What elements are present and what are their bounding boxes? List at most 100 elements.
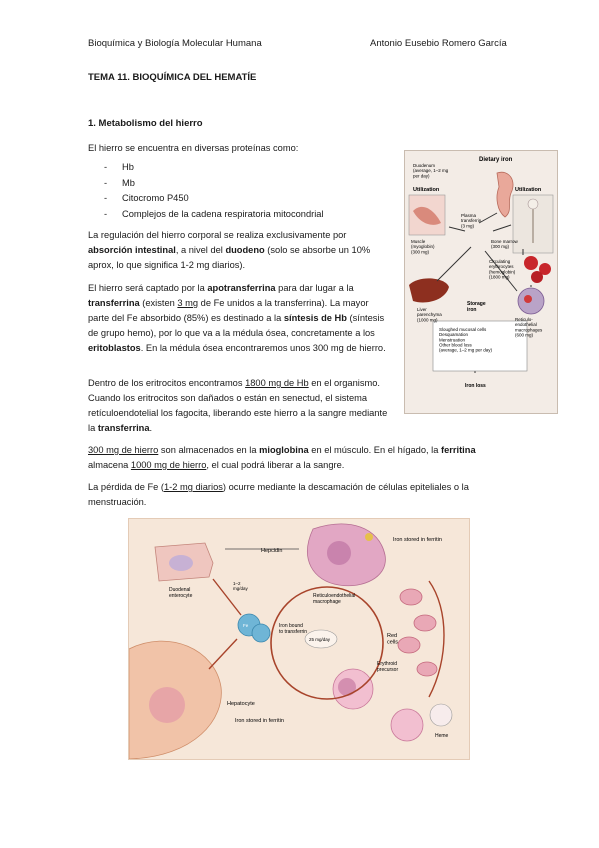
label-line: Red	[387, 633, 397, 639]
arrow	[448, 226, 466, 232]
red-cell-icon	[539, 263, 551, 275]
label-line: cells	[387, 639, 398, 645]
dietary-iron-label: Dietary iron	[479, 157, 513, 163]
arrow	[208, 638, 238, 670]
label-line: Circulating	[489, 259, 511, 264]
erythroid-precursor-illustration	[390, 708, 424, 742]
capture-paragraph: El hierro será captado por la apotransfe…	[88, 283, 386, 353]
heme-label: Heme	[435, 733, 449, 739]
label-line: precursor	[377, 667, 398, 673]
list-item: Mb	[104, 178, 324, 194]
enterocyte-nucleus	[169, 555, 193, 571]
arrow	[212, 578, 242, 616]
label-line: Erythroid	[377, 661, 397, 667]
regulation-paragraph: La regulación del hierro corporal se rea…	[88, 230, 371, 270]
label-line: macrophage	[313, 599, 341, 605]
muscle-label: Muscle(myoglobin)(300 mg)	[411, 239, 435, 254]
label-line: 1–2	[233, 581, 241, 586]
label-line: Duodenum	[413, 163, 435, 168]
label-line: Liver	[417, 307, 427, 312]
ferritin-top-label: Iron stored in ferritin	[393, 537, 442, 543]
label-line: per day)	[413, 173, 430, 178]
label-line: Bone marrow	[491, 239, 519, 244]
label-line: to transferrin	[279, 629, 307, 635]
utilization-right-label: Utilization	[515, 187, 542, 193]
transferrin-icon	[251, 623, 271, 643]
red-cell-icon	[399, 588, 423, 606]
label-line: endothelial	[515, 322, 537, 327]
label-line: mg/day	[233, 586, 249, 591]
label-line: (1800 mg)	[489, 275, 510, 280]
label-line: (average, 1–2 mg	[413, 168, 449, 173]
label-line: Reticuloendothelial	[313, 593, 355, 599]
label-line: iron	[467, 307, 476, 313]
arrow	[436, 246, 472, 282]
arrow	[484, 250, 518, 292]
label-line: Other blood loss	[439, 343, 473, 348]
header-left: Bioquímica y Biología Molecular Humana	[88, 38, 262, 49]
ferritin-bottom-label: Iron stored in ferritin	[235, 718, 284, 724]
page-title: TEMA 11. BIOQUÍMICA DEL HEMATÍE	[88, 72, 257, 83]
protein-list: Hb Mb Citocromo P450 Complejos de la cad…	[104, 162, 324, 224]
label-line: (myoglobin)	[411, 244, 435, 249]
loss-paragraph: La pérdida de Fe (1-2 mg diarios) ocurre…	[88, 482, 469, 507]
label-line: Iron bound	[279, 623, 303, 629]
label-line: (hemoglobin)	[489, 269, 516, 274]
erythroid-nucleus	[338, 678, 356, 696]
label-line: Muscle	[411, 239, 426, 244]
arrow	[492, 224, 512, 232]
cycle-rate-label: 25 mg/day	[309, 637, 331, 642]
red-cell-icon	[397, 636, 421, 654]
label-line: (300 mg)	[411, 249, 430, 254]
label-line: (1000 mg)	[417, 317, 438, 322]
label-line: Storage	[467, 301, 486, 307]
label-line: enterocyte	[169, 593, 193, 599]
ferritin-dot	[365, 533, 373, 541]
label-line: Duodenal	[169, 587, 190, 593]
erythrocyte-paragraph: Dentro de los eritrocitos encontramos 18…	[88, 378, 388, 433]
label-line: Reticulo-	[515, 317, 533, 322]
label-line: macrophages	[515, 327, 543, 332]
label-line: Sloughed mucosal cells	[439, 327, 487, 332]
cycle-arrow	[270, 586, 384, 700]
red-cell-icon	[413, 614, 437, 632]
section-heading: 1. Metabolismo del hierro	[88, 118, 203, 129]
label-line: Menstruation	[439, 337, 466, 342]
myoglobin-paragraph: 300 mg de hierro son almacenados en la m…	[88, 445, 476, 470]
label-line: erythrocytes	[489, 264, 514, 269]
rate-badge	[304, 629, 338, 649]
hepatocyte-nucleus	[149, 687, 185, 723]
macrophage-nucleus	[327, 541, 351, 565]
list-item: Citocromo P450	[104, 193, 324, 209]
label-line: (average, 1–2 mg per day)	[439, 348, 493, 353]
bone-marrow-label: Bone marrow(300 mg)	[491, 239, 519, 249]
utilization-left-label: Utilization	[413, 187, 440, 193]
header-right: Antonio Eusebio Romero García	[370, 38, 507, 49]
macrophage-inclusion	[524, 295, 532, 303]
arrow	[478, 212, 498, 224]
hepatocyte-label: Hepatocyte	[227, 701, 255, 707]
label-line: (600 mg)	[515, 333, 534, 338]
list-item: Hb	[104, 162, 324, 178]
arrow	[428, 580, 445, 698]
iron-loss-box	[432, 320, 528, 372]
heme-icon	[429, 703, 453, 727]
red-cell-icon	[531, 271, 543, 283]
label-line: Desquamation	[439, 332, 469, 337]
intro-paragraph: El hierro se encuentra en diversas prote…	[88, 143, 299, 153]
iron-cycle-diagram: Hepcidin Iron stored in ferritin Duodena…	[128, 523, 453, 760]
label-line: parenchyma	[417, 312, 442, 317]
iron-cycle-figure: Hepcidin Iron stored in ferritin Duodena…	[128, 518, 470, 760]
